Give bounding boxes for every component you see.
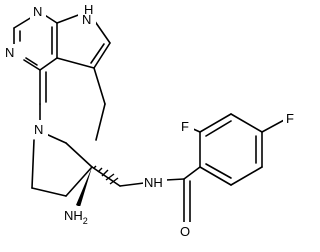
atom-nh-amide: NH <box>144 175 163 190</box>
bond <box>93 42 111 69</box>
molecule-structure: N N H N N NH NH2 O F F <box>2 2 299 240</box>
bond <box>93 67 106 105</box>
atom-f-para: F <box>286 111 294 126</box>
bond <box>119 182 145 187</box>
bond <box>199 166 232 186</box>
atom-n-pyrrolidine: N <box>34 122 43 137</box>
bond <box>90 43 105 64</box>
bond <box>95 103 106 141</box>
bond <box>261 118 287 133</box>
bond <box>45 133 67 144</box>
bond <box>39 57 58 71</box>
atom-f-ortho: F <box>181 119 189 134</box>
bond <box>65 166 93 197</box>
bond <box>199 113 232 133</box>
atom-nh2: NH2 <box>64 208 88 226</box>
bonds <box>13 11 287 223</box>
atom-n-pyrimidine-left: N <box>5 45 14 60</box>
bond <box>23 59 41 71</box>
bond <box>31 139 35 189</box>
bond <box>91 166 121 187</box>
bond <box>165 178 185 181</box>
bond <box>205 163 232 179</box>
atom-labels: N N H N N NH NH2 O F F <box>2 2 299 240</box>
atom-h-pyrrole: H <box>84 2 93 17</box>
bond <box>31 187 67 197</box>
bond <box>25 57 38 66</box>
bond <box>56 13 82 24</box>
atom-o-carbonyl: O <box>180 224 190 239</box>
atom-n-pyrrole: N <box>82 12 91 27</box>
bond <box>230 166 263 186</box>
bond <box>230 113 263 133</box>
bond <box>205 120 232 137</box>
bond <box>13 16 33 29</box>
bond <box>65 142 93 168</box>
atom-n-pyrimidine-top: N <box>33 4 42 19</box>
bond <box>93 19 111 44</box>
hashed-bond <box>93 165 119 185</box>
wedge-bond <box>76 167 92 207</box>
bond <box>183 166 201 180</box>
bond <box>56 57 95 69</box>
